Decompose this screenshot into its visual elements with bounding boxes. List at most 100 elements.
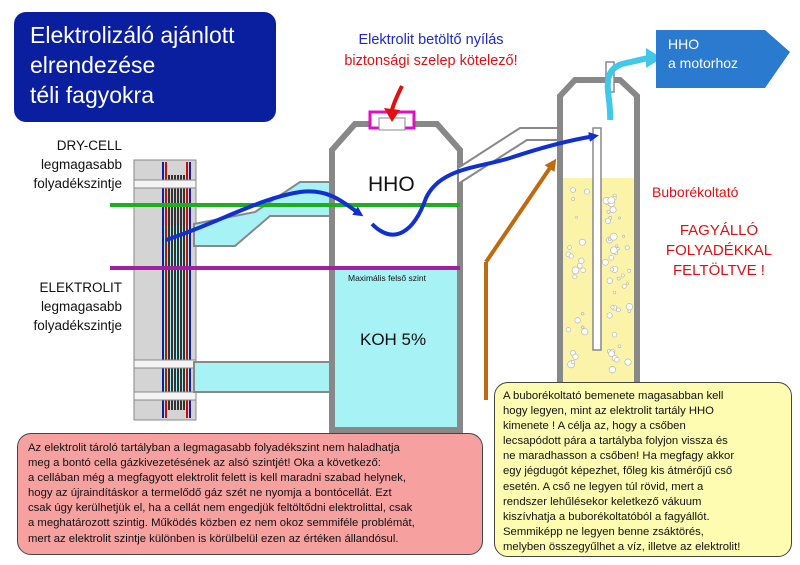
note-right-line: egy jégdugót képezhet, főleg kis átmérőj… — [503, 465, 733, 478]
bubbler-label: Buborékoltató — [652, 184, 739, 200]
bubble — [574, 317, 581, 324]
bubble — [568, 253, 574, 259]
drycell-level-label-line-3: folyadékszintje — [33, 176, 122, 191]
note-right: A buborékoltató bemenete magasabban kell… — [494, 382, 792, 557]
bubble — [606, 312, 613, 319]
bubble — [581, 328, 589, 336]
refill-pointer-arrowhead — [384, 108, 400, 122]
tank-liquid-label: KOH 5% — [360, 330, 427, 349]
bubble — [608, 366, 617, 374]
bubble — [626, 282, 629, 286]
cell-plates — [162, 162, 191, 418]
antifreeze-label-line-3: FELTÖLTVE ! — [673, 262, 765, 279]
bubble — [575, 215, 578, 219]
bubble — [618, 216, 621, 220]
antifreeze-label: FAGYÁLLÓ FOLYADÉKKAL FELTÖLTVE ! — [650, 221, 788, 281]
antifreeze-label-line-2: FOLYADÉKKAL — [665, 242, 773, 259]
output-label-line-2: a motorhoz — [668, 55, 739, 71]
refill-label: Elektrolit betöltő nyílás biztonsági sze… — [326, 30, 536, 72]
bubble — [583, 188, 590, 195]
bubble — [605, 217, 612, 224]
hho-output-arrowhead — [646, 48, 662, 68]
bubble — [625, 303, 633, 311]
bubble — [611, 332, 618, 338]
electrolyte-level-label: ELEKTROLIT legmagasabb folyadékszintje — [10, 278, 122, 335]
bubble — [610, 246, 618, 254]
bubble — [570, 360, 575, 364]
title-line-1: Elektrolizáló ajánlott — [30, 22, 235, 48]
note-right-line: lecsapódott pára a tartályba folyjon vis… — [503, 435, 728, 448]
bubble — [608, 350, 615, 357]
bubble — [565, 327, 572, 333]
refill-label-line-1: Elektrolit betöltő nyílás — [358, 32, 504, 48]
bubble — [616, 276, 621, 281]
bubble — [607, 196, 616, 205]
drycell-level-label: DRY-CELL legmagasabb folyadékszintje — [10, 136, 122, 193]
bubble — [609, 206, 617, 214]
note-left-line: meg a bontó cella gázkivezetésének az al… — [28, 457, 381, 470]
note-left-line: Az elektrolit tároló tartályban a legmag… — [28, 442, 400, 454]
note-right-line: Semmiképp ne legyen benne zsáktörés, — [503, 525, 704, 538]
cell-pipes — [193, 181, 331, 393]
hho-output-arrow — [604, 55, 649, 121]
note-pointer-arrow-diag — [484, 158, 557, 264]
bubble — [572, 353, 579, 360]
bubble — [610, 305, 615, 310]
bubble — [617, 344, 622, 348]
bubble — [624, 245, 630, 251]
bubble — [581, 325, 585, 329]
bubble — [614, 357, 620, 363]
dry-cell — [133, 159, 197, 421]
bubble — [622, 234, 626, 238]
note-right-line: hogy legyen, mint az elektrolit tartály … — [503, 405, 714, 418]
bubble — [572, 274, 578, 280]
drycell-level-label-line-1: DRY-CELL — [56, 138, 122, 153]
tank-gas-label: HHO — [368, 173, 415, 196]
bubble — [571, 266, 580, 275]
bubbler — [557, 61, 640, 388]
bubble — [578, 238, 586, 246]
bubble — [609, 267, 614, 272]
max-level-label: Maximális felső szint — [348, 273, 426, 283]
note-right-line: esetén. A cső ne legyen túl rövid, mert … — [503, 480, 704, 493]
electrolyte-level-label-line-1: ELEKTROLIT — [39, 280, 122, 295]
note-right-line: rendszer lehűlésekor keletkező vákuum — [503, 495, 702, 508]
bubble — [576, 262, 583, 269]
output-label: HHO a motorhoz — [668, 35, 738, 73]
title-line-3: téli fagyokra — [30, 82, 155, 108]
bubble — [615, 244, 619, 248]
bubble — [621, 283, 627, 289]
note-right-line: A buborékoltató bemenete magasabban kell — [503, 390, 724, 402]
bubble — [627, 309, 632, 313]
note-left-line: hogy az újraindításkor a termelődő gáz s… — [28, 487, 392, 500]
electrolyte-level-label-line-3: folyadékszintje — [33, 318, 122, 333]
bubble — [606, 277, 613, 284]
note-left: Az elektrolit tároló tartályban a legmag… — [17, 433, 483, 555]
bubble — [608, 254, 615, 261]
electrolyte-tank — [329, 110, 463, 433]
bubble — [580, 267, 586, 273]
note-right-line: kiszívhatja a buborékoltatóból a fagyáll… — [503, 510, 710, 523]
gas-flow-arrow-1 — [165, 189, 364, 242]
note-left-line: csak úgy kerülhetjük el, ha a cellát nem… — [28, 502, 413, 515]
bubble — [570, 187, 576, 193]
bubble — [567, 245, 572, 250]
bubble — [571, 197, 575, 201]
bubbles — [565, 187, 633, 374]
bubble — [580, 311, 585, 316]
bubble — [609, 232, 618, 241]
bubble — [612, 290, 617, 295]
bubble — [606, 209, 611, 214]
note-right-line: ne maradhasson a csőben! Ha megfagy akko… — [503, 450, 735, 463]
refill-label-line-2: biztonsági szelep kötelező! — [344, 53, 518, 69]
bubble — [627, 268, 632, 273]
gas-flow-arrow-2 — [370, 132, 599, 237]
drycell-level-label-line-2: legmagasabb — [40, 157, 122, 172]
output-flag — [656, 30, 790, 88]
note-left-line: a meghatározott szintig. Működés közben … — [28, 517, 415, 530]
title-line-2: elrendezése — [30, 52, 156, 78]
output-label-line-1: HHO — [668, 36, 700, 52]
title-box: Elektrolizáló ajánlott elrendezése téli … — [14, 12, 276, 122]
refill-pointer-arrow — [390, 85, 404, 111]
electrolyte-level-label-line-2: legmagasabb — [40, 299, 122, 314]
